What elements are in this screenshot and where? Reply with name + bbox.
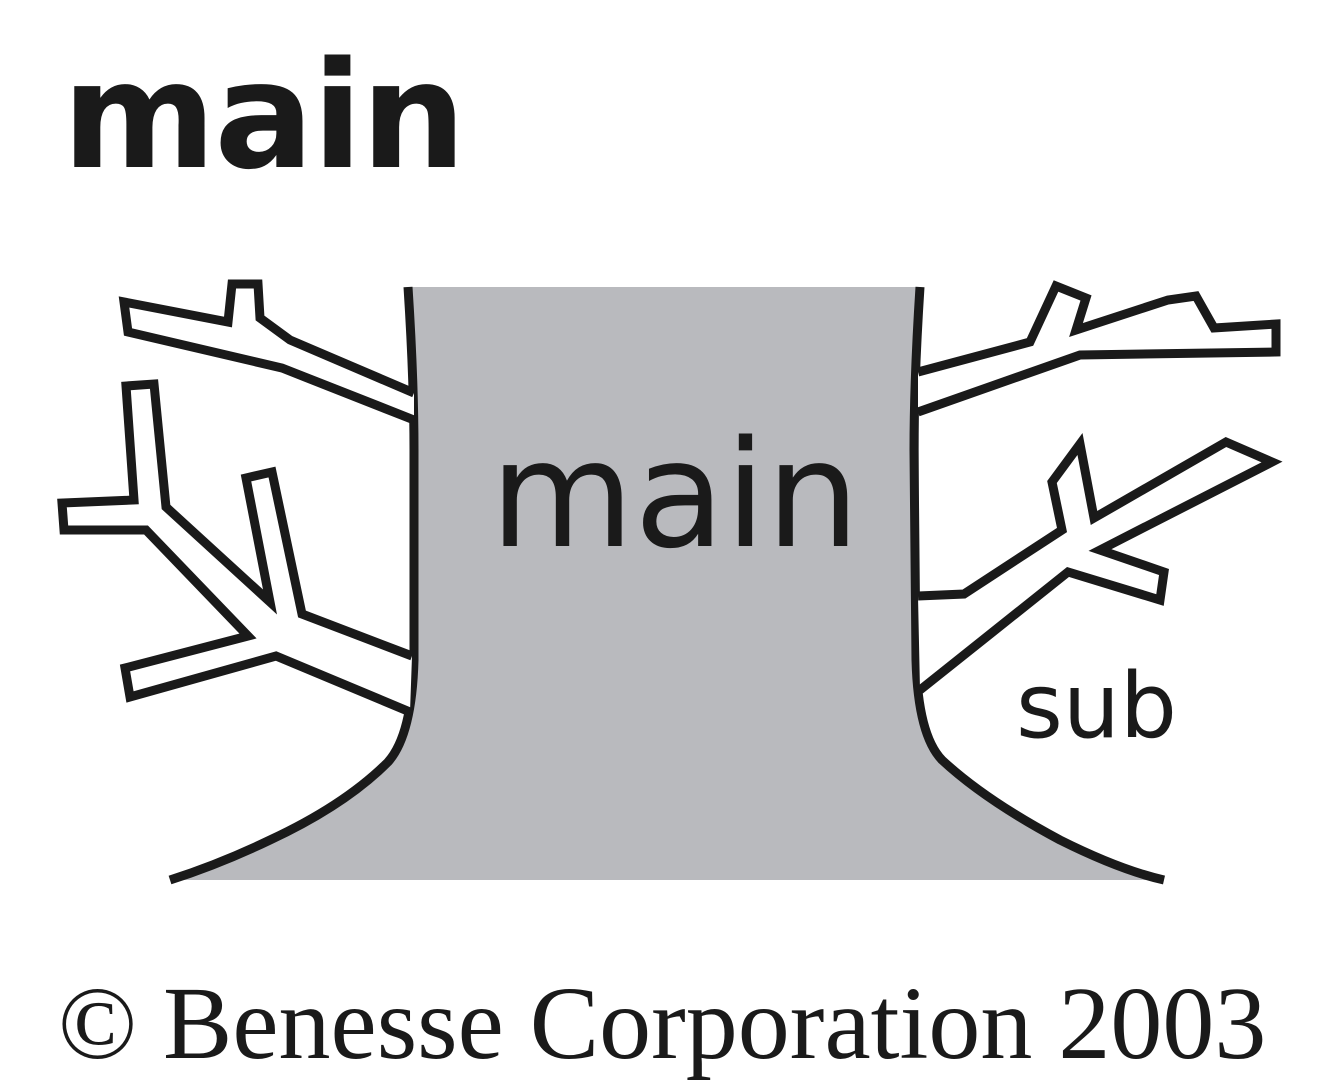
copyright-notice: © Benesse Corporation 2003	[58, 972, 1266, 1076]
right-lower-branch	[918, 442, 1272, 690]
right-upper-branch	[918, 286, 1276, 412]
branch-label: sub	[1016, 654, 1177, 759]
left-upper-branch	[124, 284, 414, 420]
trunk-label: main	[490, 409, 860, 581]
left-lower-branch	[62, 384, 412, 712]
